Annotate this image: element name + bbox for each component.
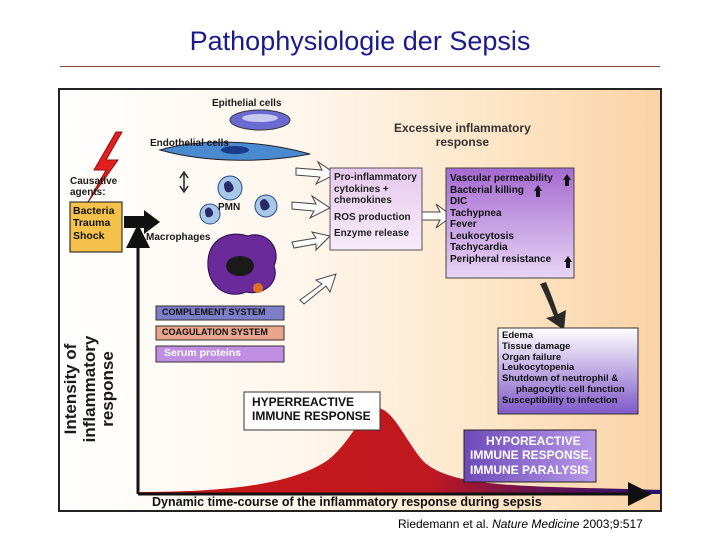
hyper-line2: IMMUNE RESPONSE	[252, 409, 371, 424]
causative-item: Shock	[73, 229, 105, 242]
causative-item: Trauma	[73, 217, 111, 230]
x-axis-label: Dynamic time-course of the inflammatory …	[152, 495, 542, 509]
complement-label: COMPLEMENT SYSTEM	[162, 307, 266, 317]
citation-journal: Nature Medicine	[492, 517, 580, 531]
title-divider	[60, 66, 660, 67]
causative-heading: Causative agents:	[70, 176, 117, 198]
pmn-cells	[199, 175, 278, 225]
causative-item: Bacteria	[73, 205, 115, 217]
citation-authors: Riedemann et al.	[398, 517, 493, 531]
hyper-line1: HYPERREACTIVE	[252, 395, 355, 409]
hyperreactive-box	[243, 391, 381, 431]
lightning-bolt-icon	[87, 131, 123, 203]
hyperreactive-label: HYPERREACTIVE IMMUNE RESPONSE	[252, 395, 371, 424]
macrophages-label: Macrophages	[146, 232, 211, 243]
symptom-item: DIC	[450, 196, 468, 207]
flow-arrows	[291, 160, 453, 305]
hypo-line1: HYPOREACTIVE	[486, 434, 581, 448]
outcomes-list: Edema Tissue damage Organ failure Leukoc…	[502, 330, 625, 407]
macrophage-cell	[207, 233, 277, 295]
excessive-response-label: Excessive inflammatory response	[394, 121, 531, 150]
outcome-item: Shutdown of neutrophil &	[502, 373, 619, 385]
symptom-item: Fever	[450, 219, 477, 230]
pmn-label: PMN	[218, 202, 241, 213]
mediator-item: cytokines +	[334, 183, 389, 195]
outcomes-box	[497, 327, 639, 415]
mediator-item: chemokines	[334, 195, 392, 206]
mediator-item: Enzyme release	[334, 228, 410, 239]
symptom-item: Vascular permeability	[450, 173, 553, 184]
serum-box	[155, 345, 285, 363]
citation-ref: 2003;9:517	[579, 517, 643, 531]
symptom-item: Bacterial killing	[450, 184, 524, 196]
causative-items: Bacteria Trauma Shock	[73, 205, 114, 242]
causative-heading-line1: Causative	[70, 176, 118, 187]
causative-agents-box	[69, 201, 123, 253]
diagram-graphics	[69, 109, 660, 506]
outcome-item: Organ failure	[502, 351, 562, 363]
epithelial-label: Epithelial cells	[212, 98, 282, 109]
outcome-item: phagocytic cell function	[516, 384, 625, 396]
mediator-item: ROS production	[334, 211, 411, 223]
outcome-item: Edema	[502, 330, 534, 341]
excessive-line2: response	[435, 134, 490, 149]
y-axis-line1: Intensity of	[61, 343, 80, 435]
symptom-item: Tachypnea	[450, 207, 502, 219]
mediators-box	[329, 167, 423, 251]
y-axis-label: Intensity of inflammatory response	[61, 304, 118, 474]
serum-label: Serum proteins	[164, 347, 242, 359]
causative-arrow	[124, 210, 160, 234]
complement-box	[155, 305, 285, 321]
progression-arrow	[540, 282, 566, 330]
endothelial-label: Endothelial cells	[150, 138, 229, 149]
mediators-list: Pro-inflammatory cytokines + chemokines …	[334, 172, 417, 240]
hypo-line3: IMMUNE PARALYSIS	[470, 462, 589, 477]
excessive-line1: Excessive inflammatory	[394, 121, 531, 135]
outcome-item: Susceptibility to infection	[502, 394, 618, 406]
symptoms-list: Vascular permeability Bacterial killing …	[450, 173, 553, 265]
hyporeactive-label: HYPOREACTIVE IMMUNE RESPONSE, IMMUNE PAR…	[470, 434, 592, 477]
increase-icons	[534, 174, 572, 268]
citation: Riedemann et al. Nature Medicine 2003;9:…	[398, 517, 643, 531]
sepsis-diagram: Epithelial cells Endothelial cells PMN M…	[58, 88, 662, 512]
migration-arrow	[179, 170, 189, 194]
y-axis-line2: inflammatory response	[79, 335, 118, 443]
symptom-item: Peripheral resistance	[450, 253, 552, 265]
causative-heading-line2: agents:	[70, 187, 106, 198]
outcome-item: Tissue damage	[502, 340, 571, 352]
outcome-item: Leukocytopenia	[502, 362, 575, 374]
slide-title: Pathophysiologie der Sepsis	[189, 26, 531, 56]
inflammation-curve	[138, 407, 660, 494]
coagulation-box	[155, 325, 285, 341]
symptoms-box	[445, 167, 575, 279]
symptom-item: Tachycardia	[450, 242, 508, 253]
mediator-item: Pro-inflammatory	[334, 172, 417, 183]
coagulation-label: COAGULATION SYSTEM	[162, 327, 268, 337]
hypo-line2: IMMUNE RESPONSE,	[470, 448, 593, 463]
symptom-item: Leukocytosis	[450, 230, 514, 242]
hyporeactive-box	[463, 429, 597, 483]
